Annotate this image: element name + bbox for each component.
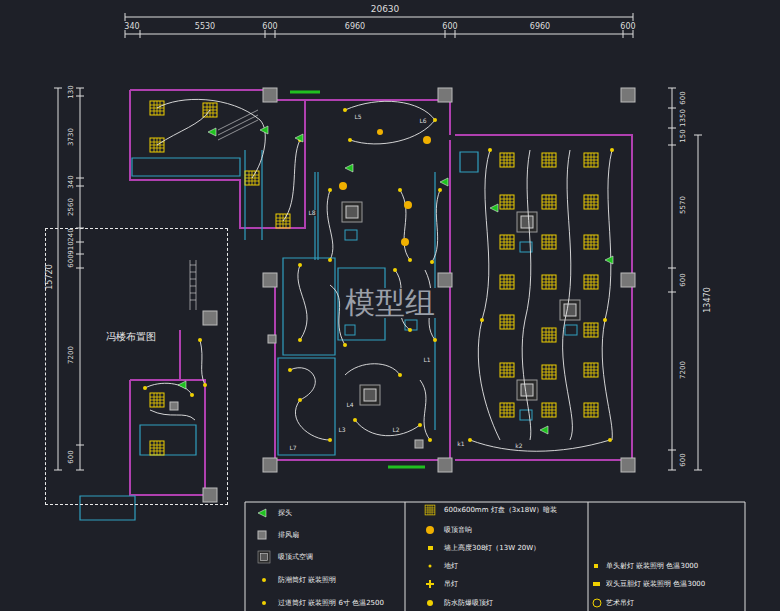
- dimension-text: 13470: [704, 287, 712, 312]
- legend-text: 墙上高度308灯（13W 20W）: [444, 545, 540, 552]
- legend-text: 地灯: [444, 563, 458, 570]
- fixture-tag: L5: [353, 114, 362, 120]
- legend-text: 排风扇: [278, 532, 299, 539]
- dimension-text: 3730: [68, 128, 75, 146]
- legend-text: 过道筒灯 嵌装照明 6寸 色温2500: [278, 600, 384, 607]
- dimension-text: 600: [262, 23, 277, 31]
- dimension-text: 600: [442, 23, 457, 31]
- legend-text: 防水防爆吸顶灯: [444, 600, 493, 607]
- legend-text: 单头射灯 嵌装照明 色温3000: [606, 563, 698, 570]
- dimension-text: 7200: [68, 346, 75, 364]
- dimension-text: 600: [68, 450, 75, 463]
- legend-text: 吊灯: [444, 581, 458, 588]
- fixture-tag: k1: [456, 441, 465, 447]
- plan-title: 冯楼布置图: [104, 329, 158, 345]
- dimension-text: 600: [620, 23, 635, 31]
- dimension-text: 15720: [46, 264, 54, 289]
- fixture-tag: L4: [345, 402, 354, 408]
- fixture-tag: L2: [391, 427, 400, 433]
- dimension-text: 600: [68, 254, 75, 267]
- legend-text: 防潮筒灯 嵌装照明: [278, 577, 336, 584]
- dimension-text: 600: [680, 91, 687, 104]
- dimension-text: 5530: [195, 23, 215, 31]
- dimension-text: 20630: [371, 5, 400, 14]
- legend-text: 双头豆胆灯 嵌装照明 色温3000: [606, 581, 705, 588]
- fixture-tag: L8: [307, 210, 316, 216]
- dimension-text: 600: [680, 453, 687, 466]
- fixture-tag: L3: [337, 427, 346, 433]
- fixture-tag: L1: [422, 357, 431, 363]
- dimension-text: 2560: [68, 198, 75, 216]
- fixture-tag: L7: [288, 445, 297, 451]
- dimension-text: 5570: [680, 196, 687, 214]
- legend-text: 吸顶式空调: [278, 554, 313, 561]
- legend-text: 600x600mm 灯盘（3x18W）暗装: [444, 507, 557, 514]
- legend-text: 吸顶音响: [444, 527, 472, 534]
- legend-text: 探头: [278, 510, 292, 517]
- dimension-text: 130: [68, 85, 75, 98]
- legend-text: 艺术吊灯: [606, 600, 634, 607]
- dimension-text: 910: [68, 241, 75, 254]
- dimension-text: 600: [680, 273, 687, 286]
- attic-plan-frame: 冯楼布置图: [45, 228, 228, 505]
- dimension-text: 340: [68, 175, 75, 188]
- watermark: 模型组: [344, 288, 436, 318]
- dimension-text: 6960: [345, 23, 365, 31]
- dimension-text: 6960: [530, 23, 550, 31]
- fixture-tag: k2: [514, 443, 523, 449]
- dimension-text: 340: [124, 23, 139, 31]
- dimension-text: 7200: [680, 361, 687, 379]
- dimension-text: 1350: [680, 109, 687, 127]
- dimension-text: 150: [680, 129, 687, 142]
- fixture-tag: L6: [418, 118, 427, 124]
- dimension-text: 240: [68, 228, 75, 241]
